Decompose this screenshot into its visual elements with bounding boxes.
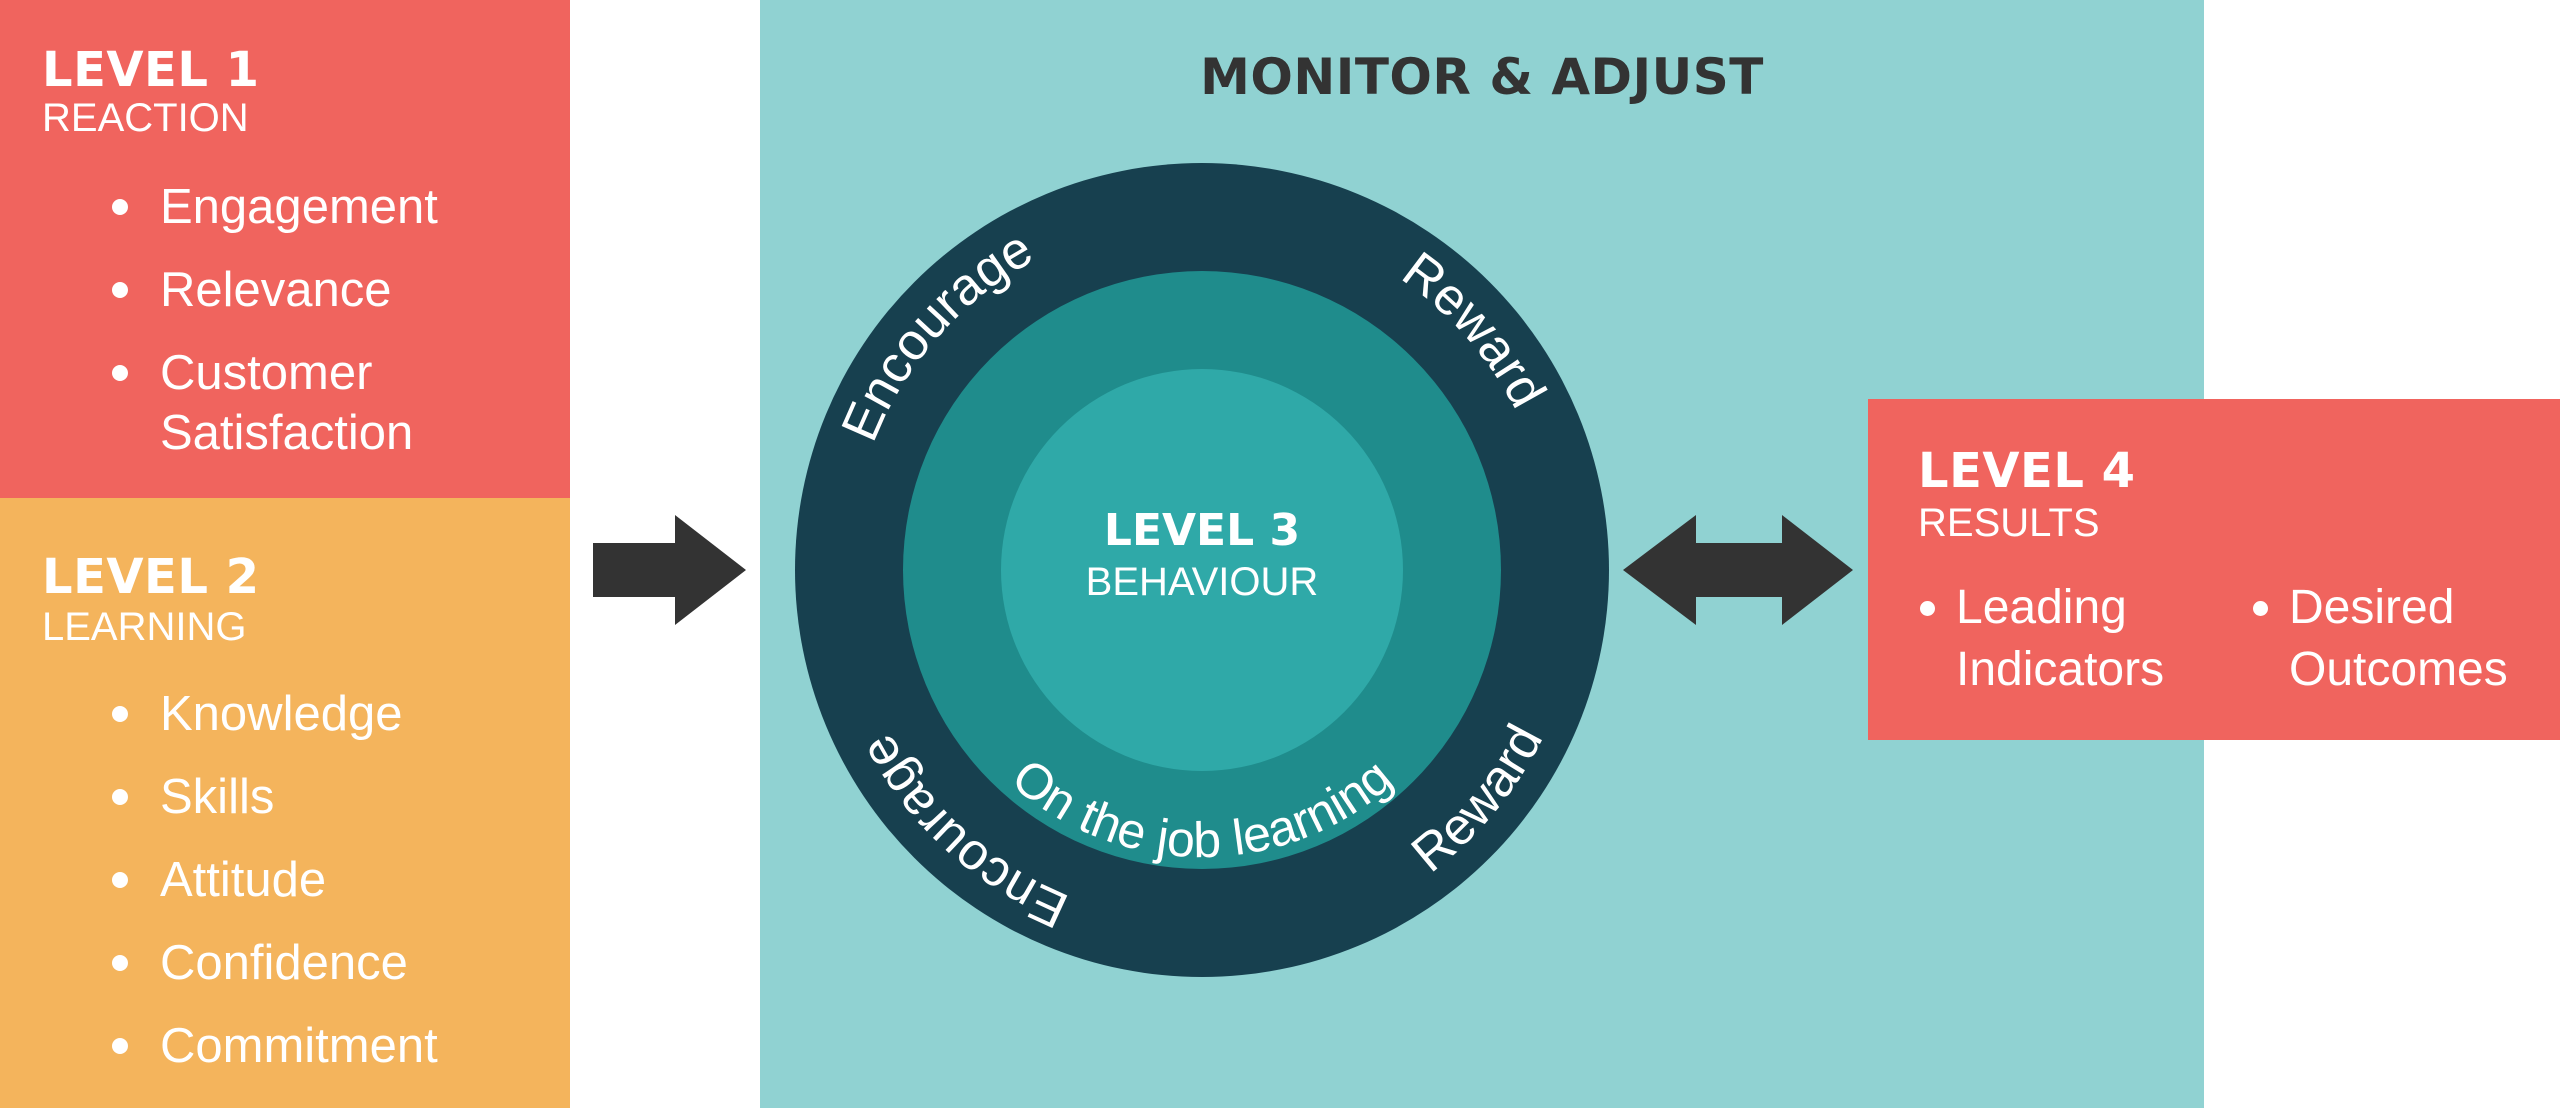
level4-title: LEVEL 4: [1918, 443, 2136, 499]
list-item-text: Customer Satisfaction: [160, 346, 414, 460]
level3-subtitle: BEHAVIOUR: [1086, 560, 1319, 604]
bullet-icon: [112, 1038, 128, 1054]
list-item: Engagement: [112, 177, 438, 237]
list-item-text: Skills: [160, 770, 275, 824]
list-item-text: Attitude: [160, 853, 327, 907]
inner-circle: [1001, 369, 1403, 771]
list-item: Attitude: [112, 850, 438, 910]
level2-title: LEVEL 2: [42, 549, 260, 605]
list-item-text: Engagement: [160, 180, 438, 234]
level4-panel: LEVEL 4 RESULTS Leading Indicators Desir…: [1868, 399, 2560, 740]
list-item-text: Relevance: [160, 263, 392, 317]
bullet-icon: [2253, 601, 2268, 616]
bullet-icon: [1920, 601, 1935, 616]
list-item-text: Desired Outcomes: [2289, 581, 2508, 696]
level4-list-col1: Leading Indicators: [1920, 577, 2164, 724]
list-item-text: Confidence: [160, 936, 408, 990]
list-item: Desired Outcomes: [2253, 577, 2508, 701]
list-item: Knowledge: [112, 684, 438, 744]
level1-title: LEVEL 1: [42, 42, 260, 98]
level2-list: Knowledge Skills Attitude Confidence Com…: [112, 684, 438, 1099]
level2-subtitle: LEARNING: [42, 605, 247, 649]
bullet-icon: [112, 282, 128, 298]
list-item: Commitment: [112, 1016, 438, 1076]
level1-panel: LEVEL 1 REACTION Engagement Relevance Cu…: [0, 0, 570, 498]
bullet-icon: [112, 955, 128, 971]
bullet-icon: [112, 789, 128, 805]
level1-subtitle: REACTION: [42, 96, 249, 140]
bullet-icon: [112, 872, 128, 888]
list-item: Skills: [112, 767, 438, 827]
list-item-text: Knowledge: [160, 687, 403, 741]
level3-title: LEVEL 3: [1104, 505, 1300, 556]
list-item: Confidence: [112, 933, 438, 993]
level4-subtitle: RESULTS: [1918, 501, 2100, 545]
monitor-adjust-title: MONITOR & ADJUST: [1200, 48, 1764, 106]
list-item: Leading Indicators: [1920, 577, 2164, 701]
level4-list-col2: Desired Outcomes: [2253, 577, 2508, 724]
level1-list: Engagement Relevance Customer Satisfacti…: [112, 177, 438, 486]
list-item: Relevance: [112, 260, 438, 320]
bullet-icon: [112, 365, 128, 381]
list-item-text: Leading Indicators: [1956, 581, 2165, 696]
list-item: Customer Satisfaction: [112, 343, 438, 463]
list-item-text: Commitment: [160, 1019, 438, 1073]
double-arrow-icon: [1623, 515, 1853, 625]
level2-panel: LEVEL 2 LEARNING Knowledge Skills Attitu…: [0, 498, 570, 1108]
bullet-icon: [112, 706, 128, 722]
bullet-icon: [112, 199, 128, 215]
